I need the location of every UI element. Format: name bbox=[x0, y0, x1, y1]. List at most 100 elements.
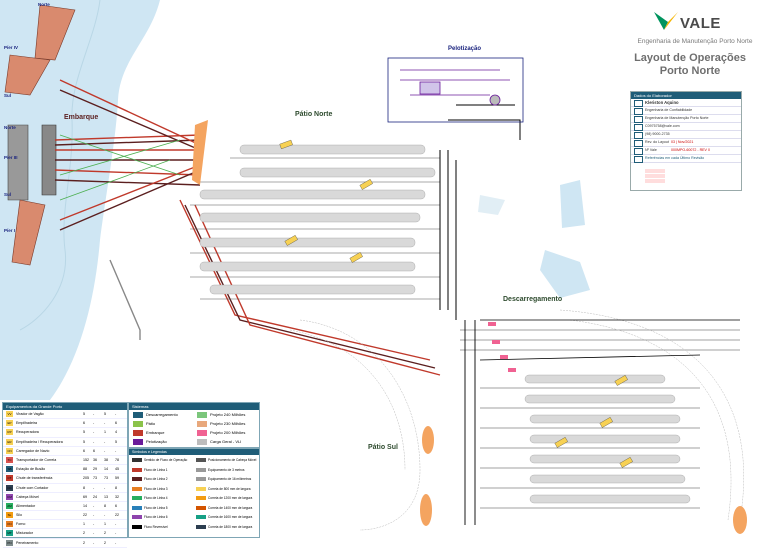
equipment-name: Misturador bbox=[16, 531, 33, 536]
equipment-count-b: 8 bbox=[104, 503, 106, 508]
legend-label: Correia de 1800 mm de largura bbox=[208, 524, 253, 529]
equipment-count-c: - bbox=[115, 540, 117, 545]
system-swatch bbox=[133, 439, 143, 445]
patio-sul-stockpiles bbox=[524, 374, 691, 504]
system-label: Pátio bbox=[146, 421, 156, 426]
legend-item: Fluxo Reversível bbox=[131, 524, 168, 531]
system-label: Pelotização bbox=[146, 439, 167, 444]
reclaimers bbox=[279, 139, 633, 468]
area-label-embarque: Embarque bbox=[64, 114, 99, 121]
equipment-count-a: - bbox=[93, 430, 95, 435]
equipment-code: SL bbox=[6, 512, 13, 519]
equipment-count-total: 205 bbox=[83, 476, 89, 481]
equipment-name: Silo bbox=[16, 513, 22, 518]
equipment-count-c: 32 bbox=[115, 494, 119, 499]
equipment-count-total: 2 bbox=[83, 531, 85, 536]
system-item: Projeto 200 Milhões bbox=[195, 429, 245, 437]
info-label: C0975758@vale.com bbox=[645, 124, 680, 128]
equipment-count-c: - bbox=[115, 448, 117, 453]
info-label: Nº Vale bbox=[645, 148, 657, 152]
equipment-code: SB bbox=[6, 466, 13, 473]
patio-norte-rails bbox=[190, 157, 440, 300]
equipment-code: CC bbox=[6, 484, 13, 491]
equipment-count-total: 1 bbox=[83, 522, 85, 527]
systems-panel-header: Sistemas bbox=[129, 403, 259, 410]
phone-icon bbox=[634, 132, 643, 139]
equipment-code: TC bbox=[6, 456, 13, 463]
revision-swatch bbox=[645, 179, 665, 183]
equipment-name: Transportador de Correia bbox=[16, 457, 57, 462]
system-item: Projeto 240 Milhões bbox=[195, 411, 245, 419]
equipment-count-a: - bbox=[93, 421, 95, 426]
equipment-count-total: 22 bbox=[83, 513, 87, 518]
equipment-count-a: - bbox=[93, 439, 95, 444]
info-row: Nº Vale 000MPO-60072 - REV 0 bbox=[631, 147, 741, 155]
legend-swatch bbox=[196, 515, 206, 519]
area-label-pelotizacao: Pelotização bbox=[448, 46, 482, 52]
legend-panel: Símbolos e Legendas Sentido de Fluxo de … bbox=[128, 448, 260, 538]
calendar-icon bbox=[634, 140, 643, 147]
land-patch bbox=[560, 180, 585, 228]
area-label-descarregamento: Descarregamento bbox=[503, 296, 563, 303]
system-label: Descarregamento bbox=[146, 412, 178, 417]
equipment-name: Forno bbox=[16, 522, 26, 527]
equipment-count-total: 6 bbox=[83, 421, 85, 426]
system-swatch bbox=[197, 430, 207, 436]
email-icon bbox=[634, 124, 643, 131]
author-info-box: Dados do Elaborador Kleriston Aquino Eng… bbox=[630, 91, 742, 191]
legend-swatch bbox=[196, 477, 206, 481]
document-icon bbox=[634, 148, 643, 155]
equipment-code: ER bbox=[6, 438, 13, 445]
legend-swatch bbox=[132, 524, 142, 529]
equipment-count-c: - bbox=[115, 412, 117, 416]
area-label-patio-sul: Pátio Sul bbox=[368, 444, 398, 451]
equipment-count-total: 5 bbox=[83, 430, 85, 435]
legend-label: Sentido de Fluxo de Operação bbox=[144, 458, 188, 462]
equipment-count-total: 152 bbox=[83, 457, 89, 462]
equipment-count-a: - bbox=[93, 503, 95, 508]
equipment-count-a: - bbox=[93, 522, 95, 527]
legend-item: Equipamento de 16 milímetros bbox=[195, 476, 251, 483]
system-item: Projeto 230 Milhões bbox=[195, 420, 245, 428]
equipment-count-b: 2 bbox=[104, 540, 106, 545]
info-row: Kleriston Aquino bbox=[631, 99, 741, 107]
legend-label: Fluxo de Linha 4 bbox=[144, 496, 168, 500]
pier-label-sul: Sul bbox=[4, 93, 12, 98]
equipment-count-b: - bbox=[104, 485, 106, 490]
legend-item: Fluxo de Linha 1 bbox=[131, 467, 168, 474]
equipment-count-total: 69 bbox=[83, 494, 87, 499]
equipment-name: Empilhadeira / Recuperadora bbox=[16, 439, 63, 444]
equipment-count-b: 14 bbox=[104, 467, 108, 472]
equipment-count-b: 73 bbox=[104, 476, 108, 481]
system-label: Projeto 230 Milhões bbox=[210, 421, 246, 426]
info-value: 000MPO-60072 - REV 0 bbox=[671, 148, 710, 152]
equipment-name: Empilhadeira bbox=[16, 421, 37, 426]
equipment-count-b: 5 bbox=[104, 412, 106, 416]
equipment-code: CN bbox=[6, 447, 13, 454]
equipment-count-total: 5 bbox=[83, 439, 85, 444]
info-row: (98) 9000-2735 bbox=[631, 131, 741, 139]
system-swatch bbox=[197, 412, 207, 418]
legend-label: Fluxo de Linha 1 bbox=[144, 467, 168, 472]
equipment-count-b: 2 bbox=[104, 531, 106, 536]
equipment-count-a: - bbox=[93, 540, 95, 545]
pier-label-pier4: Píer IV bbox=[4, 45, 19, 50]
equipment-count-c: 6 bbox=[115, 421, 117, 426]
pier-label-norte: Norte bbox=[38, 2, 50, 7]
legend-panel-header: Símbolos e Legendas bbox=[129, 449, 259, 455]
info-label: (98) 9000-2735 bbox=[645, 132, 670, 136]
info-value: 03 | Nov/2021 bbox=[671, 140, 694, 144]
system-label: Projeto 200 Milhões bbox=[210, 430, 246, 435]
equipment-count-a: - bbox=[93, 485, 95, 490]
equipment-code: EP bbox=[6, 420, 13, 427]
equipment-name: Estação de Busão bbox=[16, 467, 46, 472]
equipment-name: Recuperadora bbox=[16, 430, 39, 435]
legend-item: Correia de 1200 mm de largura bbox=[195, 495, 252, 502]
